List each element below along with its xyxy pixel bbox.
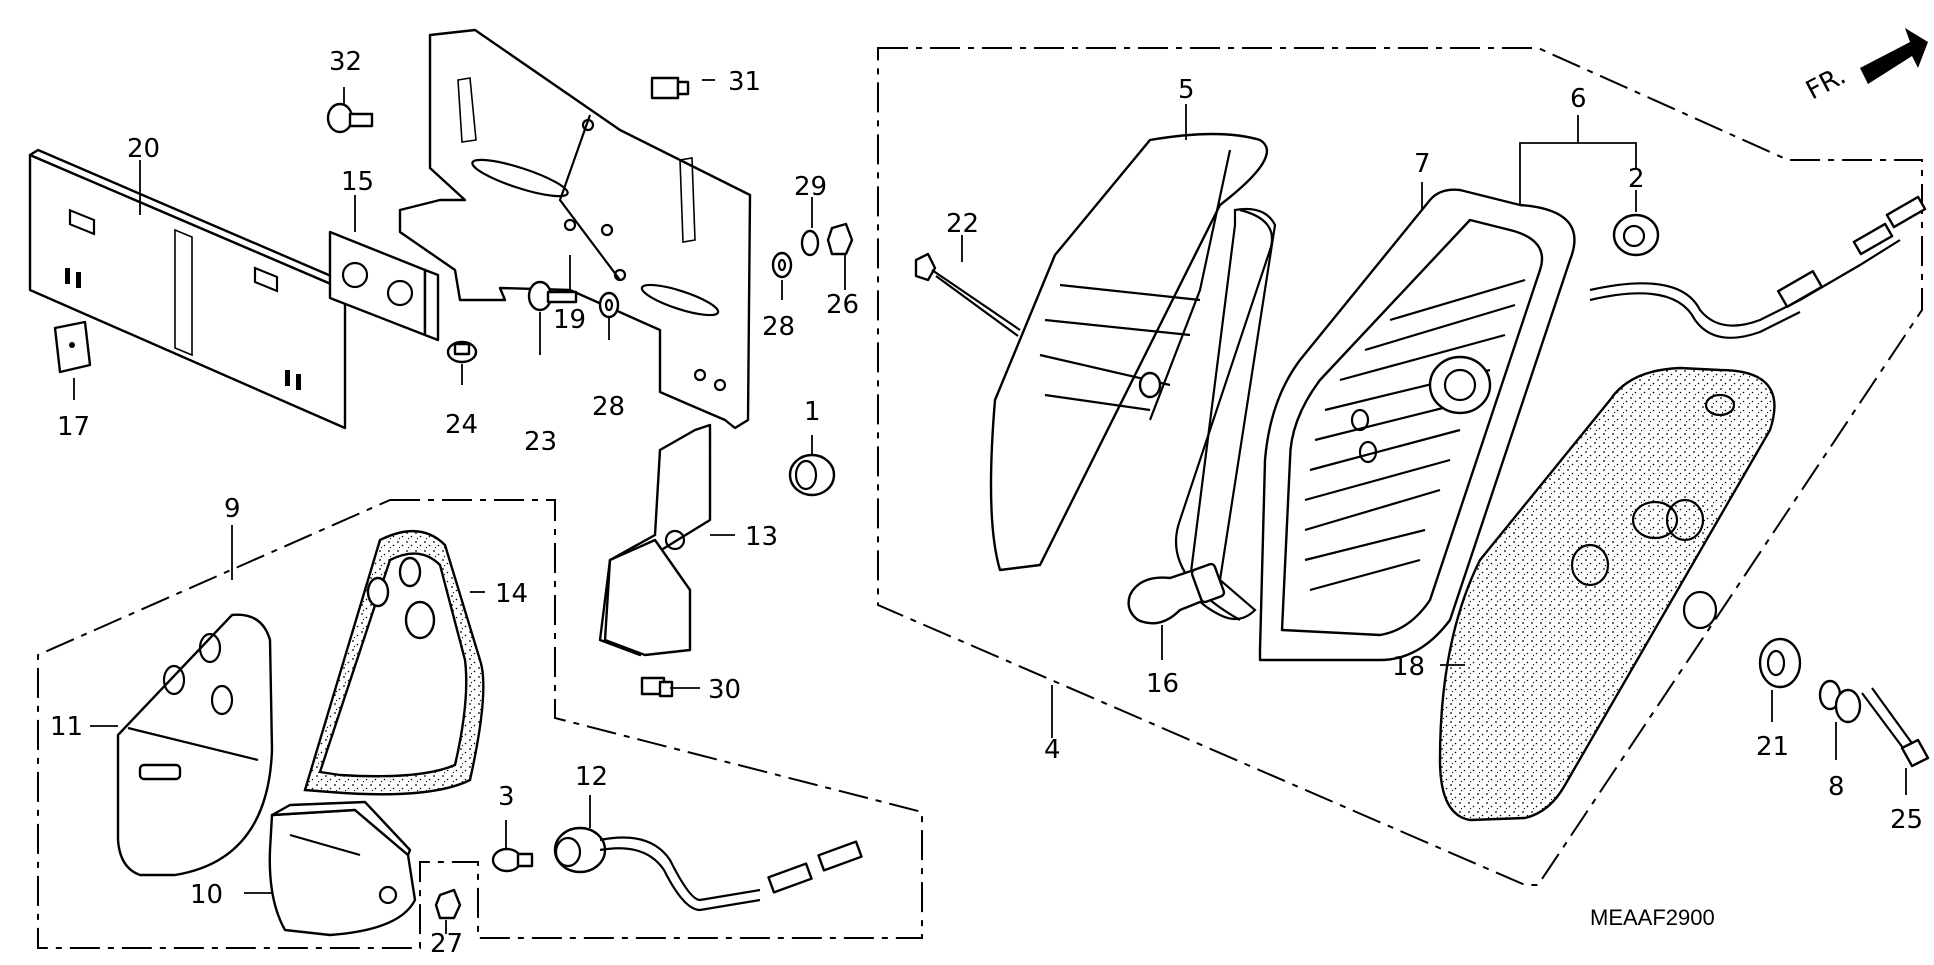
nut-31: [650, 76, 690, 100]
collar-8: [1818, 679, 1862, 724]
plate-clip: [53, 320, 92, 374]
callout-23: 23: [524, 427, 557, 457]
screw-23: [527, 280, 578, 312]
nut-27: [434, 888, 462, 920]
grommet-21: [1758, 637, 1802, 689]
license-light-body: [268, 800, 417, 937]
front-direction-arrow-icon: FR.: [1801, 28, 1928, 106]
callout-labels: 32 31 20 15 29 26 28 19 28 23 24 17 1 13…: [50, 47, 1923, 959]
wedge-bulb: [491, 847, 534, 873]
housing-wiring: [1589, 195, 1927, 339]
callout-1: 1: [804, 397, 821, 427]
reflector-bracket: [598, 423, 712, 657]
bolt-30: [640, 676, 674, 698]
washer-28a: [771, 251, 793, 279]
socket-harness: [553, 826, 863, 912]
callout-4: 4: [1044, 735, 1061, 765]
callout-19: 19: [553, 305, 586, 335]
callout-6: 6: [1570, 84, 1587, 114]
bolt-32: [326, 102, 374, 134]
callout-17: 17: [57, 412, 90, 442]
callout-16: 16: [1146, 669, 1179, 699]
taillight-cover: [1438, 366, 1776, 822]
callout-3: 3: [498, 782, 515, 812]
callout-10: 10: [190, 880, 223, 910]
callout-27: 27: [430, 929, 463, 959]
callout-24: 24: [445, 410, 478, 440]
washer-29: [800, 229, 820, 257]
lens-gasket: [303, 529, 485, 796]
callout-20: 20: [127, 134, 160, 164]
nut-26: [826, 222, 854, 256]
callout-2: 2: [1628, 164, 1645, 194]
callout-22: 22: [946, 209, 979, 239]
license-light-assembly-outline: [37, 499, 923, 949]
leader-lines: [73, 79, 1907, 934]
callout-32: 32: [329, 47, 362, 77]
direction-label: FR.: [1801, 61, 1851, 106]
callout-25: 25: [1890, 805, 1923, 835]
callout-5: 5: [1178, 75, 1195, 105]
callout-18: 18: [1392, 652, 1425, 682]
license-light-lens: [328, 230, 440, 342]
grommet-2: [1612, 213, 1660, 257]
callout-30: 30: [708, 675, 741, 705]
grommet-1: [788, 453, 836, 497]
diagram-code: MEAAF2900: [1590, 905, 1715, 930]
screw-24: [446, 340, 478, 364]
callout-28-upper: 28: [762, 312, 795, 342]
callout-11: 11: [50, 712, 83, 742]
callout-7: 7: [1414, 149, 1431, 179]
washer-28b: [598, 291, 620, 319]
callout-9: 9: [224, 494, 241, 524]
callout-31: 31: [728, 67, 761, 97]
callout-29: 29: [794, 172, 827, 202]
callout-26: 26: [826, 290, 859, 320]
tail-lens: [989, 132, 1269, 572]
license-plate-bracket: [28, 148, 354, 430]
callout-14: 14: [495, 579, 528, 609]
license-light-housing: [116, 613, 274, 877]
bolt-25: [1861, 687, 1930, 768]
callout-21: 21: [1756, 732, 1789, 762]
taillight-assembly-outline: [877, 47, 1923, 886]
callout-13: 13: [745, 522, 778, 552]
fender-mount-bracket: [398, 28, 752, 430]
callout-12: 12: [575, 762, 608, 792]
callout-28-lower: 28: [592, 392, 625, 422]
callout-15: 15: [341, 167, 374, 197]
lens-seal: [1175, 207, 1277, 621]
screw-22: [914, 252, 1021, 337]
tail-bulb: [1127, 562, 1226, 625]
taillight-housing: [1258, 188, 1576, 662]
callout-8: 8: [1828, 772, 1845, 802]
